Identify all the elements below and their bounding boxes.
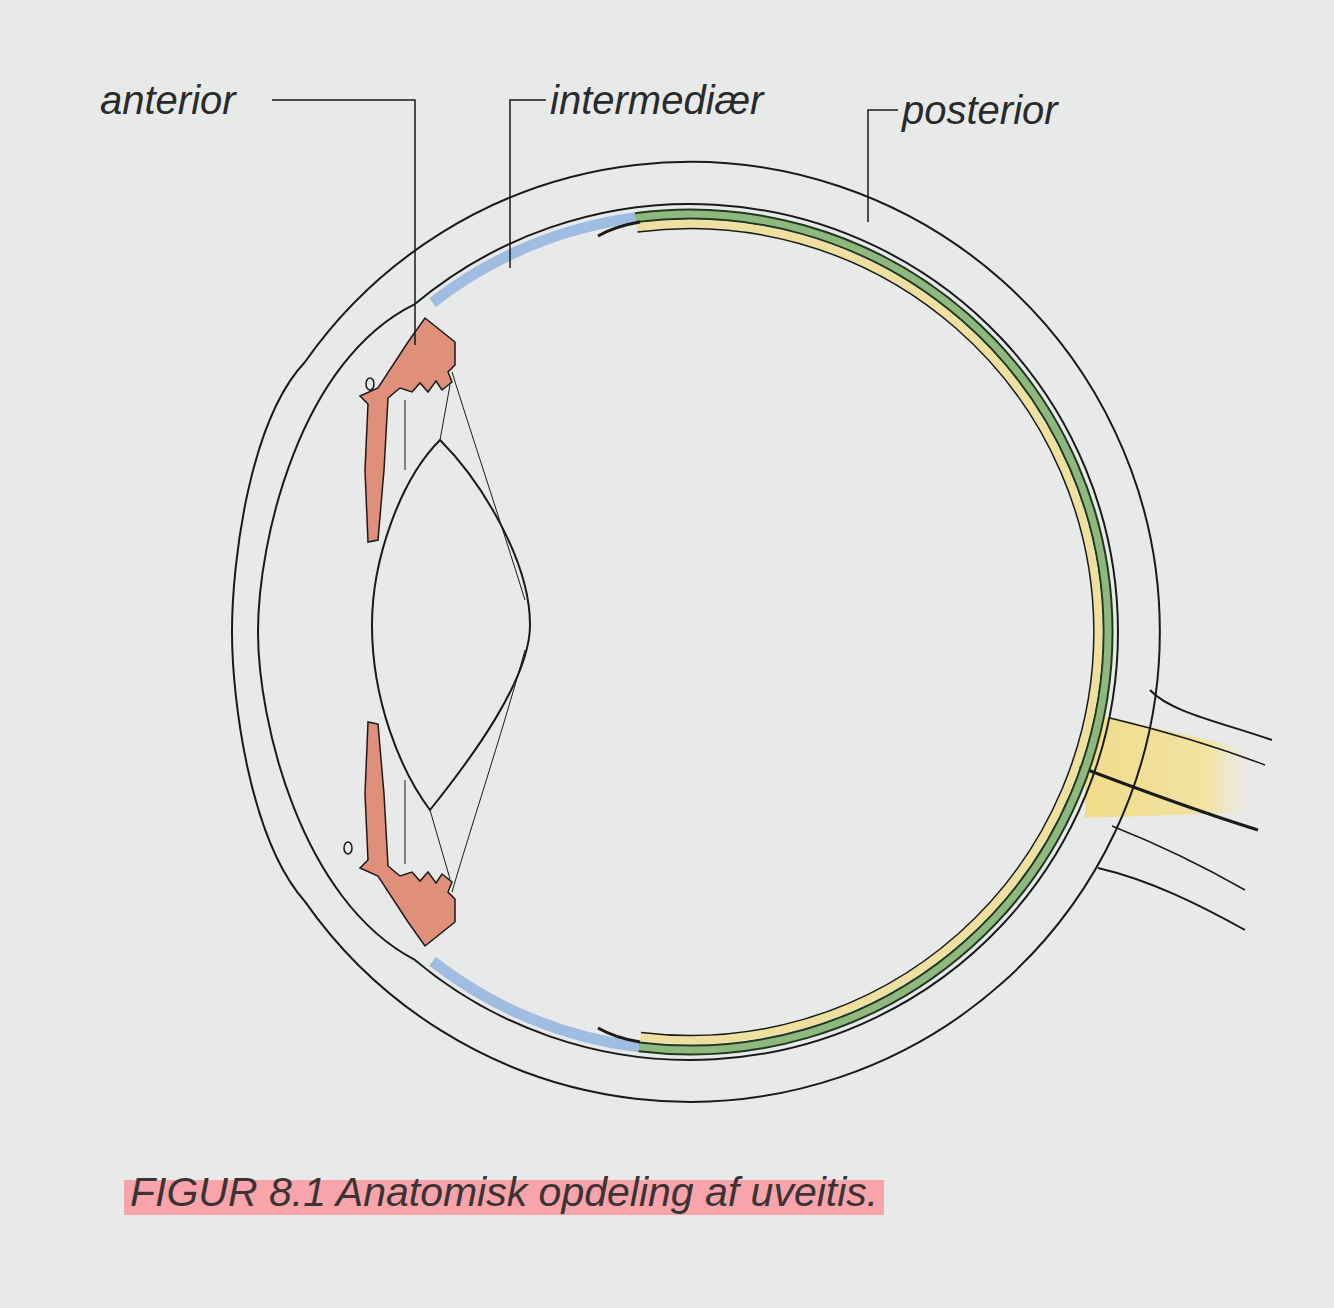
nerve-line	[1110, 718, 1265, 765]
retina-edge	[638, 229, 1094, 1036]
sclera-cornea	[232, 162, 1160, 1102]
leader-line	[272, 100, 415, 345]
schlemm-canal	[344, 842, 352, 854]
pars-plana	[433, 961, 639, 1047]
leader-line	[510, 100, 546, 268]
lens	[372, 440, 530, 810]
ora-serrata	[598, 222, 640, 236]
zonules	[405, 372, 525, 892]
ora-serrata	[598, 1028, 640, 1042]
retinal-vessel	[1072, 764, 1258, 830]
leader-line	[868, 110, 898, 222]
inner-sclera	[258, 204, 1118, 1060]
part-label: intermediær	[550, 78, 763, 122]
retina	[637, 224, 1099, 1040]
pars-plana	[433, 218, 636, 303]
part-label: anterior	[100, 78, 236, 122]
figure-caption: FIGUR 8.1 Anatomisk opdeling af uveitis.	[124, 1168, 884, 1217]
choroid-outline	[636, 214, 1109, 1050]
choroid	[636, 214, 1109, 1050]
part-label: posterior	[902, 88, 1058, 132]
schlemm-canal	[366, 378, 374, 390]
iris-ciliary	[360, 318, 455, 946]
nerve-line	[1112, 826, 1245, 890]
